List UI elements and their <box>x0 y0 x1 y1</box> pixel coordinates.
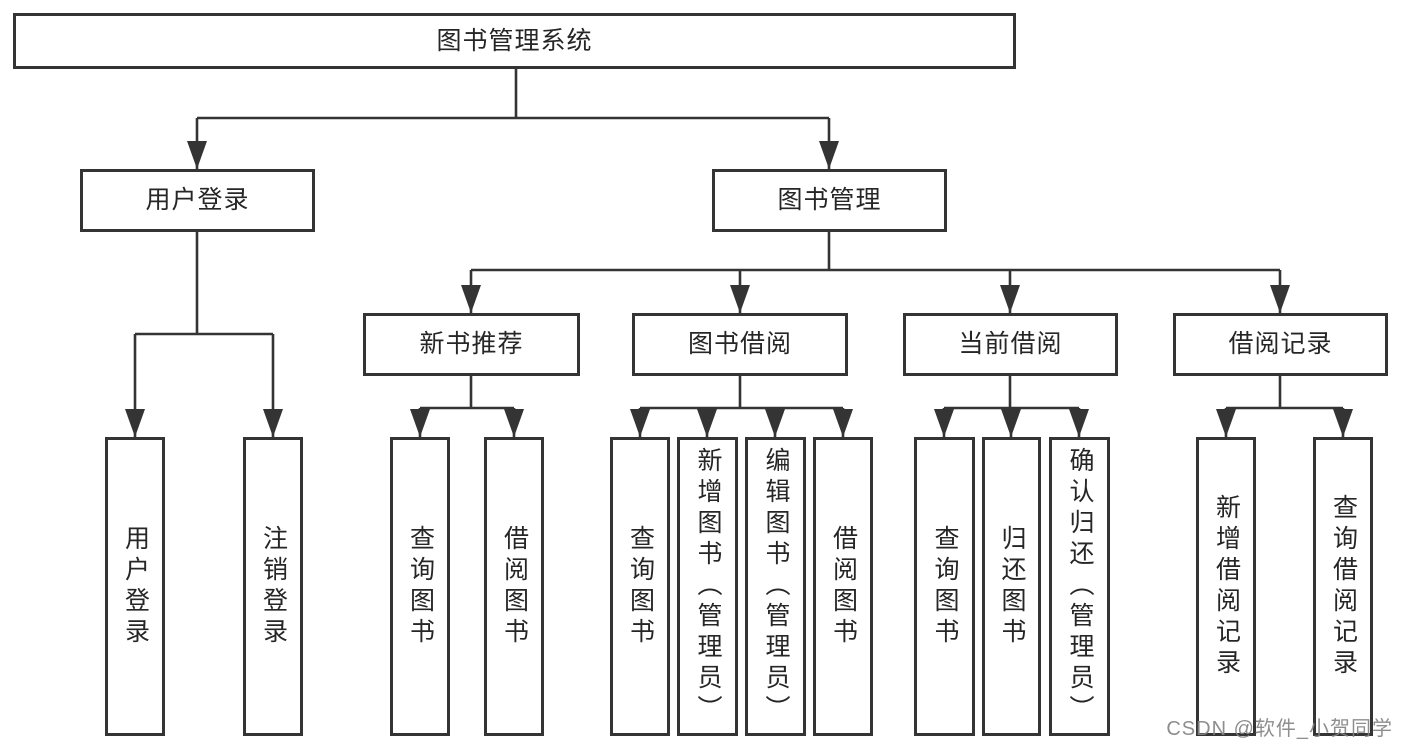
node-label: 查询图书 <box>626 524 655 649</box>
node-label: 新增图书（管理员） <box>694 447 722 726</box>
node-book-borrowing: 图书借阅 <box>632 313 848 376</box>
node-label: 当前借阅 <box>958 330 1063 358</box>
node-label: 图书管理 <box>777 186 882 214</box>
node-new-book-recommendation: 新书推荐 <box>363 313 580 376</box>
node-borrowing-records: 借阅记录 <box>1173 313 1388 376</box>
node-label: 新书推荐 <box>419 330 524 358</box>
leaf-query-books-borrowing: 查询图书 <box>610 437 670 736</box>
leaf-borrow-books: 借阅图书 <box>813 437 873 736</box>
node-label: 新增借阅记录 <box>1212 493 1241 680</box>
leaf-return-books: 归还图书 <box>982 437 1041 736</box>
leaf-user-login: 用户登录 <box>105 437 165 736</box>
leaf-query-borrow-record: 查询借阅记录 <box>1313 437 1373 736</box>
leaf-add-borrow-record: 新增借阅记录 <box>1196 437 1256 736</box>
node-label: 归还图书 <box>998 524 1026 649</box>
node-book-management: 图书管理 <box>712 169 947 232</box>
node-label: 查询图书 <box>406 524 435 649</box>
node-label: 借阅图书 <box>829 524 858 649</box>
node-user-login: 用户登录 <box>80 169 315 232</box>
csdn-watermark: CSDN @软件_小贺同学 <box>1166 718 1393 740</box>
node-label: 查询借阅记录 <box>1329 493 1358 680</box>
node-label: 注销登录 <box>259 524 288 649</box>
leaf-query-books-recommendation: 查询图书 <box>390 437 450 736</box>
node-label: 用户登录 <box>121 524 150 649</box>
leaf-borrow-books-recommendation: 借阅图书 <box>484 437 544 736</box>
node-label: 查询图书 <box>931 524 959 649</box>
leaf-edit-books-admin: 编辑图书（管理员） <box>745 437 806 736</box>
node-label: 图书借阅 <box>687 330 792 358</box>
node-label: 编辑图书（管理员） <box>762 447 790 726</box>
node-label: 用户登录 <box>145 186 250 214</box>
node-label: 借阅图书 <box>500 524 529 649</box>
node-label: 确认归还（管理员） <box>1066 447 1094 726</box>
node-label: 借阅记录 <box>1228 330 1333 358</box>
node-label: 图书管理系统 <box>436 26 593 55</box>
node-current-borrowing: 当前借阅 <box>903 313 1118 376</box>
leaf-logout: 注销登录 <box>243 437 303 736</box>
node-library-management-system: 图书管理系统 <box>13 13 1016 69</box>
leaf-add-books-admin: 新增图书（管理员） <box>677 437 738 736</box>
leaf-query-books-current: 查询图书 <box>914 437 975 736</box>
leaf-confirm-return-admin: 确认归还（管理员） <box>1049 437 1110 736</box>
